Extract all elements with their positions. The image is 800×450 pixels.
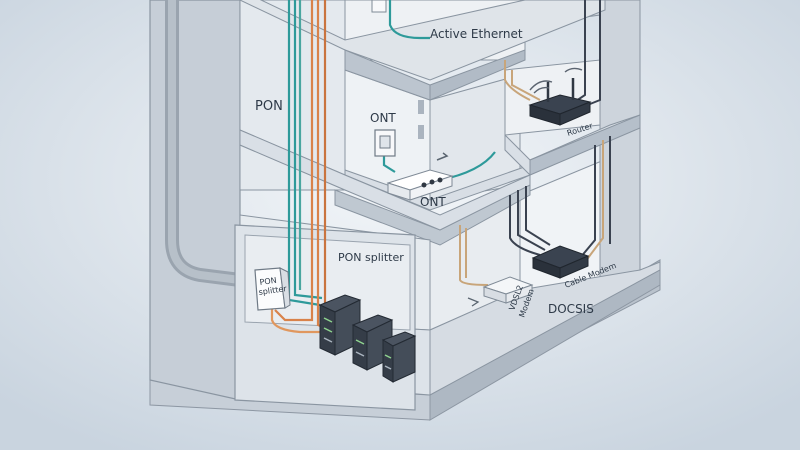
building-left-wall (149, 0, 247, 401)
pon-splitter-box (254, 267, 291, 311)
router-device (528, 67, 592, 126)
label-pon-splitter-area: PON splitter (338, 251, 404, 264)
label-pon: PON (255, 99, 283, 114)
wall-sockets (371, 0, 424, 157)
label-pon-splitter-box-line2: splitter (258, 284, 288, 297)
label-docsis: DOCSIS (548, 302, 594, 316)
cable-modem-device (531, 245, 590, 279)
label-ont-device: ONT (420, 195, 446, 209)
building-wiring (459, 0, 611, 286)
ont-device (386, 152, 454, 201)
label-active-ethernet: Active Ethernet (430, 27, 523, 41)
server-racks (318, 294, 417, 383)
label-ont-wall: ONT (370, 111, 396, 125)
vdsl2-modem-device (467, 276, 534, 307)
label-pon-splitter-box-line1: PON (259, 276, 277, 287)
